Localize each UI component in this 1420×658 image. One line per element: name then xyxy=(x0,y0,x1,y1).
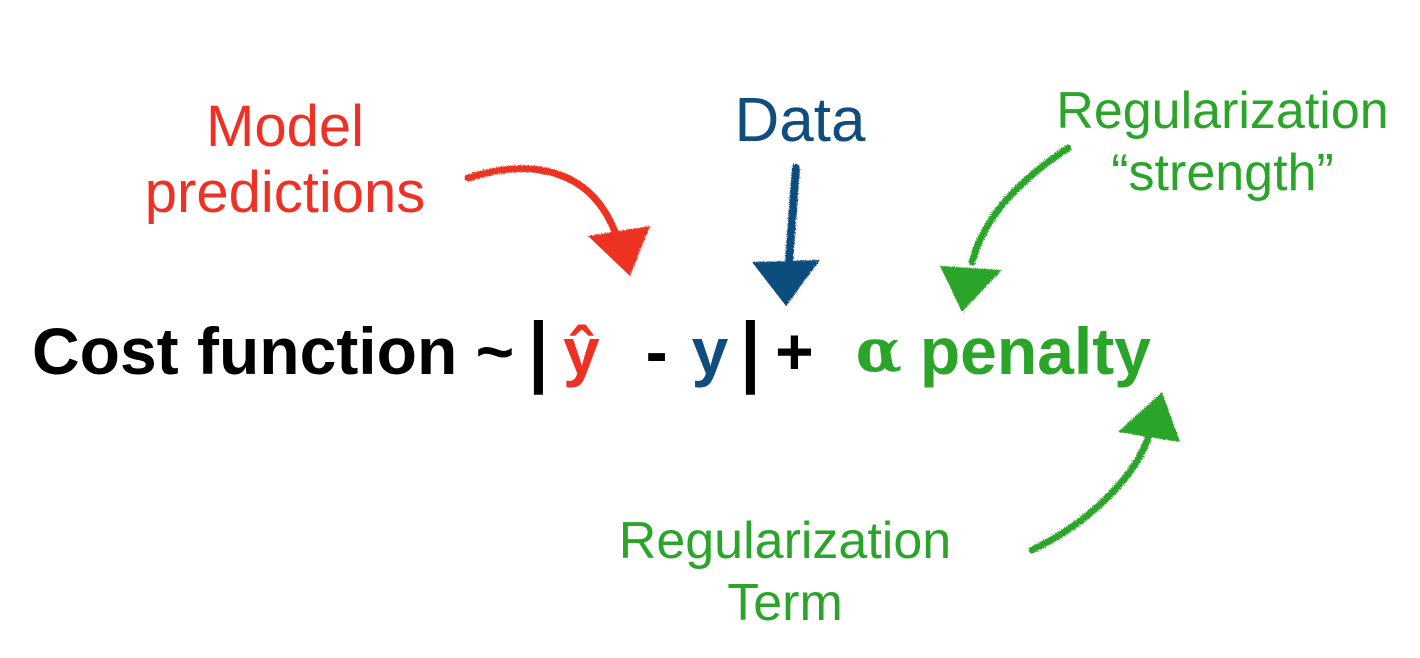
arrow-regularization-strength-icon xyxy=(940,144,1072,312)
cost-function-equation: Cost function ~ | ŷ - y | + α penalty xyxy=(32,306,1151,396)
equation-penalty: penalty xyxy=(919,314,1151,388)
arrow-data-icon xyxy=(752,164,820,306)
regularization-strength-label: Regularization “strength” xyxy=(1030,80,1415,204)
regularization-term-line-1: Regularization xyxy=(618,512,952,570)
regularization-strength-line-1: Regularization xyxy=(1056,82,1389,140)
equation-lhs: Cost function ~ xyxy=(32,314,515,388)
equation-alpha: α xyxy=(855,316,902,386)
arrow-model-predictions-icon xyxy=(464,165,650,276)
equation-plus: + xyxy=(775,314,814,388)
equation-y: y xyxy=(691,314,729,388)
equation-y-hat: ŷ xyxy=(562,314,600,388)
regularization-term-label: Regularization Term xyxy=(590,510,980,634)
model-predictions-label: Model predictions xyxy=(95,94,475,226)
equation-minus: - xyxy=(645,314,668,388)
arrow-regularization-term-icon xyxy=(1028,392,1180,554)
data-label: Data xyxy=(734,86,866,155)
equation-bar-right: | xyxy=(736,306,766,395)
model-predictions-line-1: Model xyxy=(206,94,364,159)
regularization-strength-line-2: “strength” xyxy=(1111,144,1334,202)
model-predictions-line-2: predictions xyxy=(144,160,426,225)
regularization-term-line-2: Term xyxy=(727,574,843,632)
equation-bar-left: | xyxy=(524,306,554,395)
